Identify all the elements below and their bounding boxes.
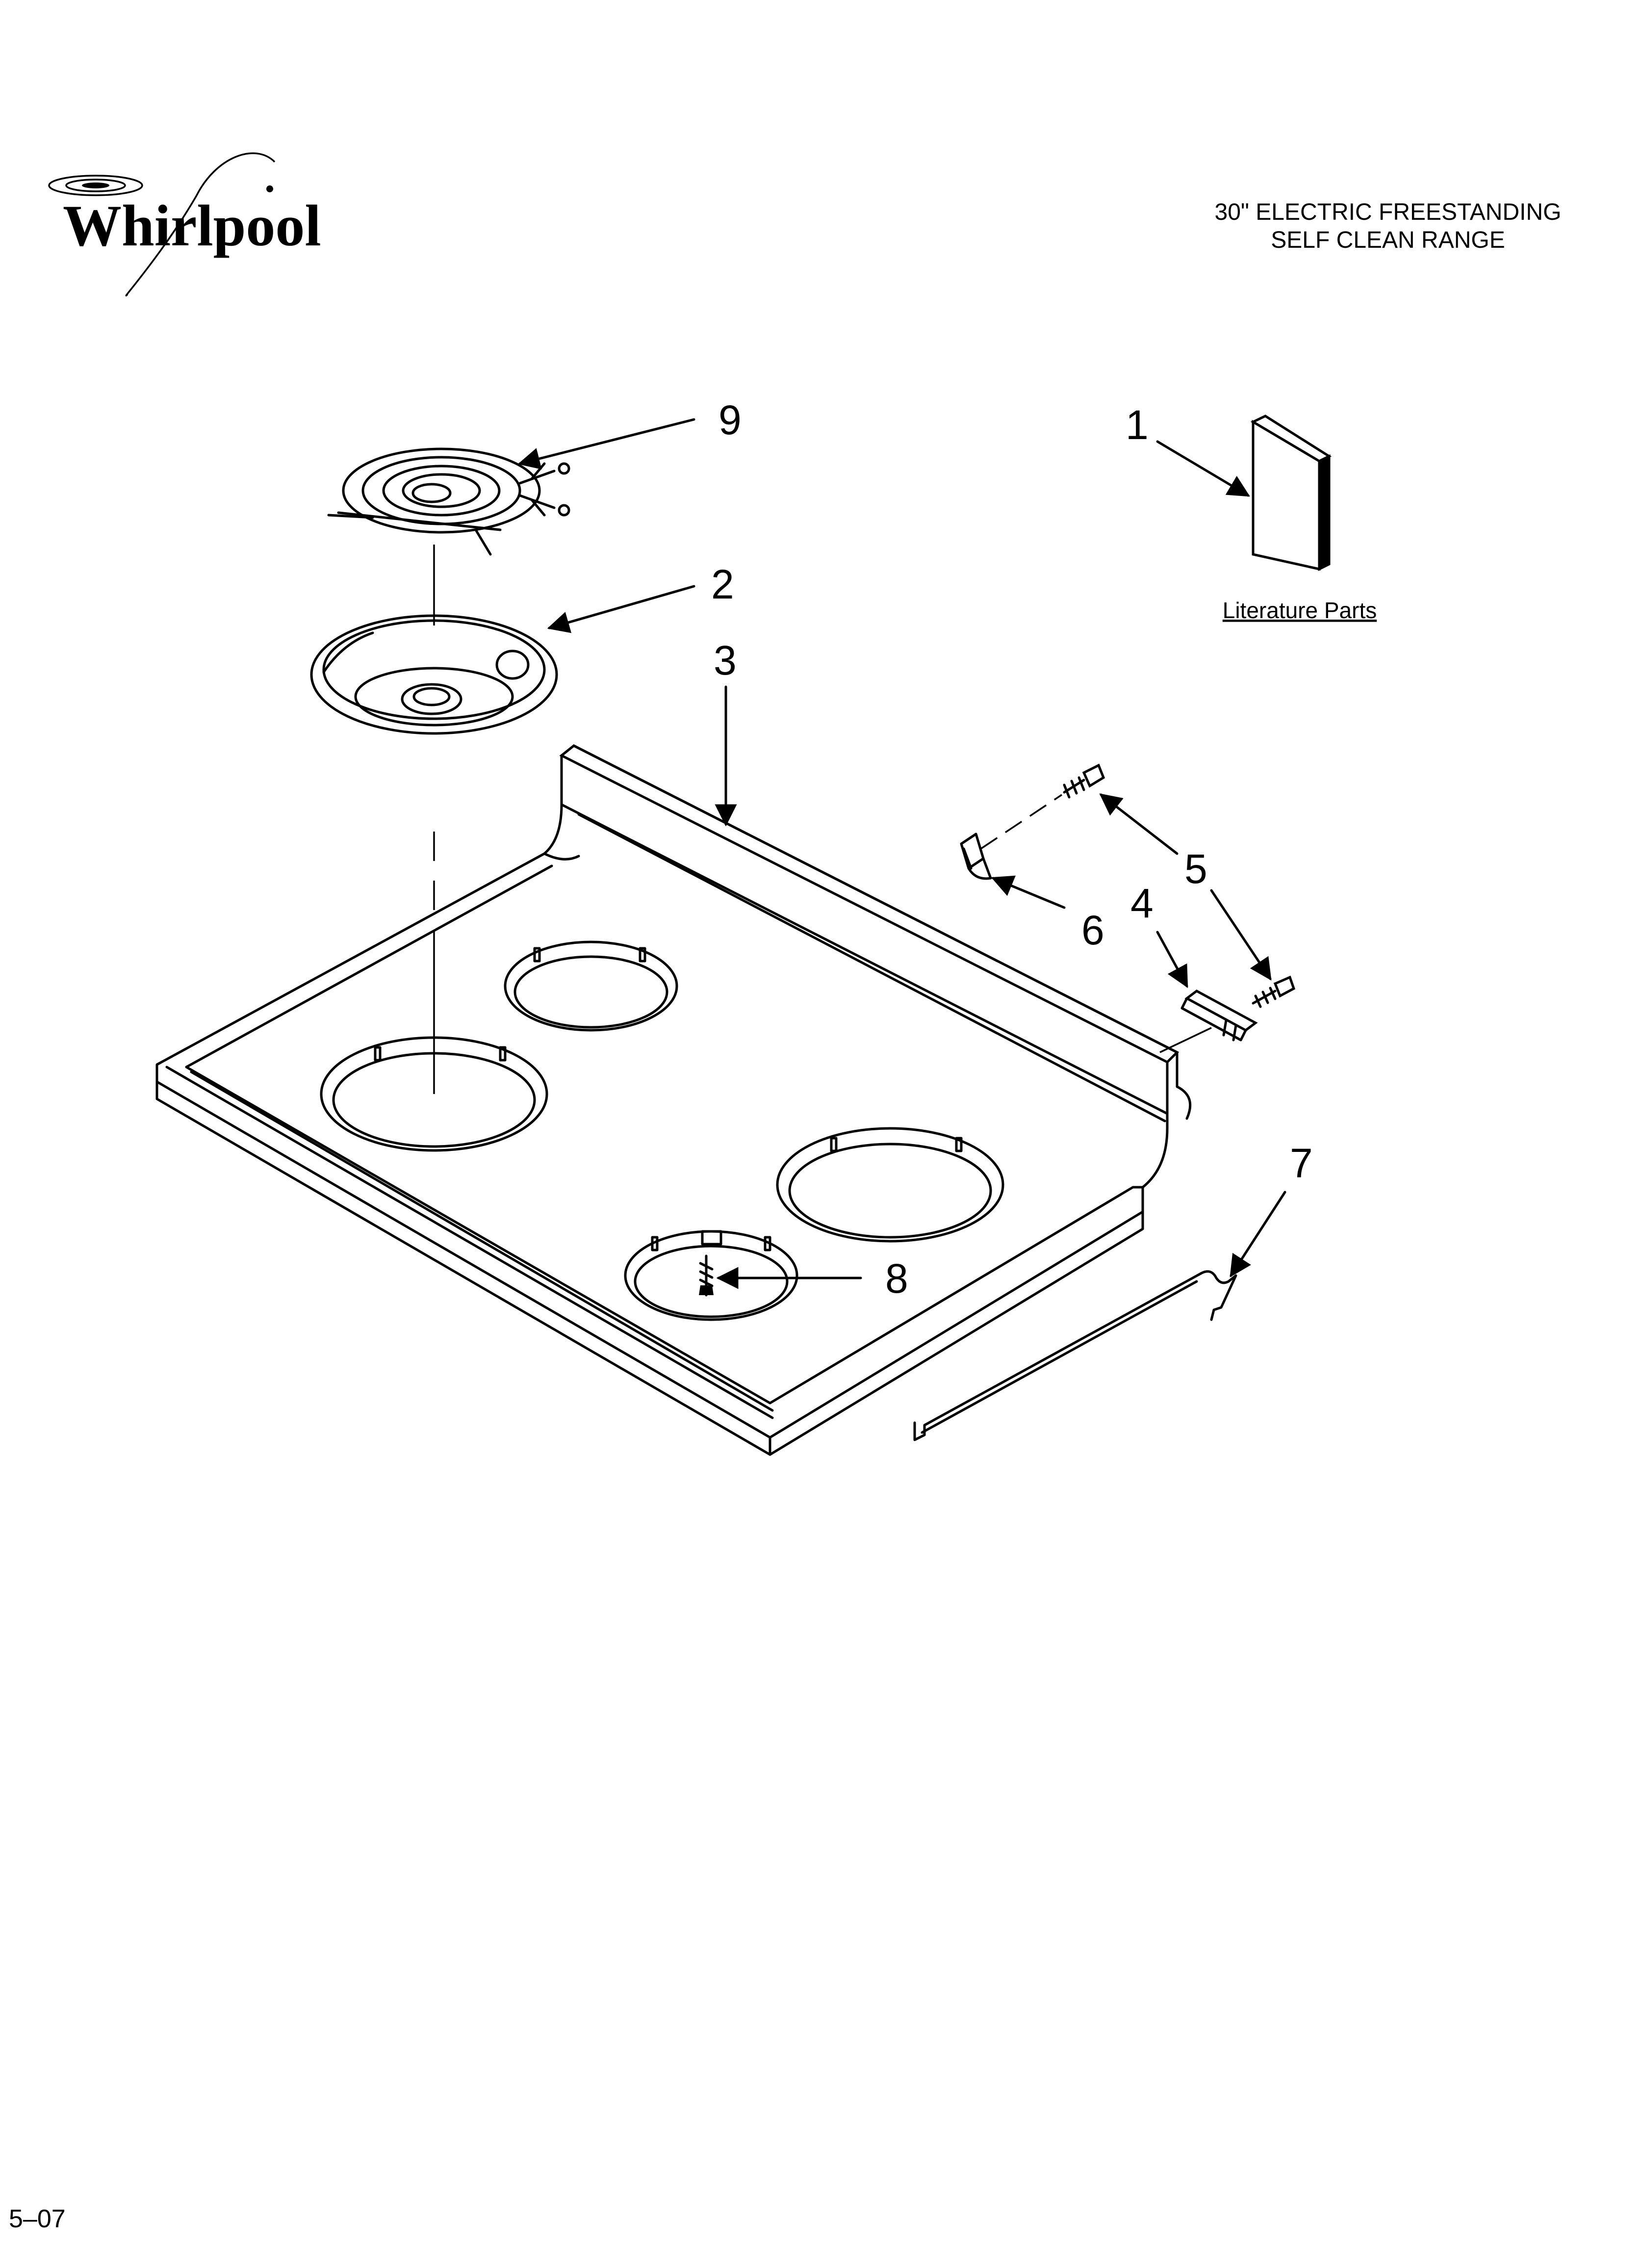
literature-parts-label: Literature Parts <box>1223 598 1377 623</box>
burner-opening-right-front-large <box>776 1127 1004 1243</box>
footer-code: 5–07 <box>9 2205 66 2233</box>
callout-9: 9 <box>718 397 742 443</box>
leader-2 <box>547 585 695 633</box>
leader-9 <box>517 418 695 469</box>
callout-1: 1 <box>1126 402 1149 448</box>
callout-3: 3 <box>714 637 737 683</box>
burner-opening-left-rear <box>504 940 678 1032</box>
assembly-line-clip <box>980 794 1062 850</box>
callout-5: 5 <box>1184 846 1207 892</box>
leader-5-lower <box>1210 889 1272 981</box>
brand-wordmark: Whirlpool <box>63 193 321 258</box>
callout-6: 6 <box>1081 907 1104 953</box>
whirlpool-logo: Whirlpool <box>48 152 321 297</box>
diagram-title-line2: SELF CLEAN RANGE <box>1271 227 1505 253</box>
leader-7 <box>1230 1191 1286 1277</box>
assembly-line-bracket <box>1159 1027 1212 1053</box>
callout-2: 2 <box>711 561 734 607</box>
main-top-cooktop <box>155 744 1192 1456</box>
callout-7: 7 <box>1290 1140 1313 1186</box>
drip-bowl <box>310 614 558 735</box>
leader-1 <box>1156 440 1250 497</box>
burner-opening-left-front <box>320 1036 548 1152</box>
clip-6 <box>960 833 992 880</box>
screw-5-lower <box>1252 975 1296 1008</box>
screw-8 <box>699 1254 714 1297</box>
screw-5-upper <box>1063 763 1105 799</box>
leader-6 <box>991 875 1066 909</box>
surface-element-coil <box>327 447 570 556</box>
callout-4: 4 <box>1130 880 1154 926</box>
leader-5-upper <box>1099 793 1179 855</box>
bracket-4 <box>1180 990 1258 1042</box>
burner-opening-right-small <box>624 1230 798 1321</box>
callout-8: 8 <box>885 1255 908 1302</box>
leader-4 <box>1156 931 1188 988</box>
swirl-icon <box>48 152 276 297</box>
literature-parts-booklet <box>1250 415 1332 572</box>
diagram-title-line1: 30" ELECTRIC FREESTANDING <box>1215 199 1562 225</box>
rod-7 <box>913 1270 1237 1441</box>
